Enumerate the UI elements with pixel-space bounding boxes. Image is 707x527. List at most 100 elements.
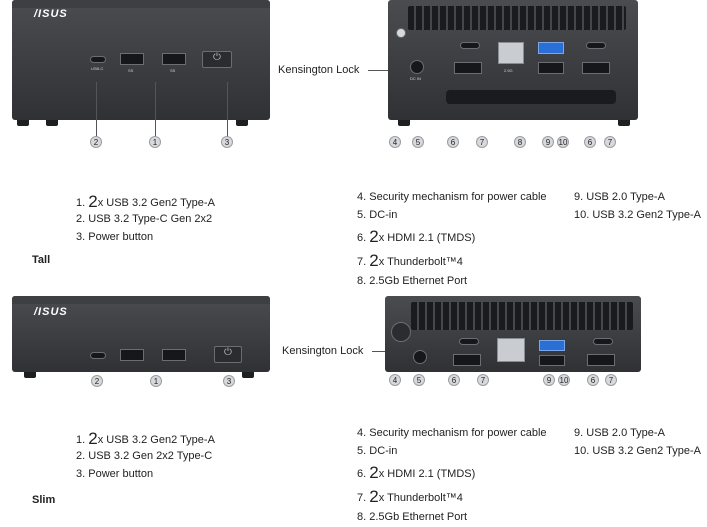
list-item: 8. 2.5Gb Ethernet Port	[357, 275, 468, 287]
tall-rear-list-right: 9. USB 2.0 Type-A 10. USB 3.2 Gen2 Type-…	[574, 189, 701, 225]
dc-in-port	[410, 60, 424, 74]
foot	[24, 372, 36, 378]
list-item: 2. USB 3.2 Type-C Gen 2x2	[76, 213, 213, 225]
foot	[398, 120, 410, 126]
list-item: 6. 2x HDMI 2.1 (TMDS)	[357, 463, 476, 482]
callout-10: 10	[558, 374, 570, 386]
list-item: 3. Power button	[76, 231, 154, 243]
asus-logo: /ISUS	[34, 306, 68, 318]
lan-label: 2.5G	[504, 68, 513, 73]
usb3-port-blue	[539, 340, 565, 351]
ss-label-1: SS	[128, 68, 134, 73]
kensington-leader	[372, 351, 388, 352]
callout-1: 1	[150, 375, 162, 387]
tall-title: Tall	[32, 254, 51, 266]
power-icon: ⏻	[213, 52, 221, 63]
usb-c-port	[90, 56, 106, 63]
slim-rear-chassis	[385, 296, 641, 372]
power-button[interactable]	[214, 346, 242, 363]
list-item: 6. 2x HDMI 2.1 (TMDS)	[357, 227, 476, 246]
list-item: 4. Security mechanism for power cable	[357, 427, 547, 439]
list-item: 5. DC-in	[357, 209, 398, 221]
callout-4: 4	[389, 374, 401, 386]
kensington-lock-label: Kensington Lock	[278, 64, 360, 76]
callout-10: 10	[557, 136, 569, 148]
callout-5: 5	[412, 136, 424, 148]
hdmi-port-2	[582, 62, 610, 74]
callout-7b: 7	[604, 136, 616, 148]
usb-a-port-1	[120, 53, 144, 65]
hdmi-port-1	[454, 62, 482, 74]
tall-front-list: 1. 2x USB 3.2 Gen2 Type-A 2. USB 3.2 Typ…	[76, 193, 215, 247]
list-item: 10. USB 3.2 Gen2 Type-A	[574, 445, 701, 457]
callout-9: 9	[542, 136, 554, 148]
usb-a-port-2	[162, 349, 186, 361]
usb3-port-blue	[538, 42, 564, 54]
callout-2: 2	[91, 375, 103, 387]
callout-8: 8	[514, 136, 526, 148]
callout-9: 9	[543, 374, 555, 386]
chassis-top	[12, 296, 270, 304]
list-item: 7. 2x Thunderbolt™4	[357, 487, 463, 506]
callout-4: 4	[389, 136, 401, 148]
thunderbolt-port-2	[586, 42, 606, 49]
callout-7: 7	[476, 136, 488, 148]
list-item: 1. 2x USB 3.2 Gen2 Type-A	[76, 192, 215, 211]
usb-a-port-2	[162, 53, 186, 65]
chassis-top	[12, 0, 270, 8]
foot	[17, 120, 29, 126]
list-item: 5. DC-in	[357, 445, 398, 457]
list-item: 10. USB 3.2 Gen2 Type-A	[574, 209, 701, 221]
slim-rear-list: 4. Security mechanism for power cable 5.…	[357, 425, 547, 527]
foot	[618, 120, 630, 126]
lower-panel	[446, 90, 616, 104]
dc-label: DC IN	[410, 76, 421, 81]
kensington-lock-label: Kensington Lock	[282, 345, 364, 357]
list-item: 1. 2x USB 3.2 Gen2 Type-A	[76, 429, 215, 448]
list-item: 3. Power button	[76, 468, 154, 480]
usb-a-port-1	[120, 349, 144, 361]
ss-label-2: SS	[170, 68, 176, 73]
rear-vent	[408, 6, 626, 30]
rear-vent	[411, 302, 633, 330]
leader-line	[96, 82, 97, 137]
slim-title: Slim	[32, 494, 56, 506]
hdmi-port-2	[587, 354, 615, 366]
callout-6: 6	[447, 136, 459, 148]
callout-6b: 6	[584, 136, 596, 148]
slim-rear-list-right: 9. USB 2.0 Type-A 10. USB 3.2 Gen2 Type-…	[574, 425, 701, 461]
ethernet-port	[498, 42, 524, 64]
ethernet-port	[497, 338, 525, 362]
thunderbolt-port-1	[459, 338, 479, 345]
usb2-port	[539, 355, 565, 366]
usb-c-port	[90, 352, 106, 359]
list-item: 4. Security mechanism for power cable	[357, 191, 547, 203]
power-button[interactable]	[202, 51, 232, 68]
leader-line	[155, 82, 156, 137]
tall-rear-list: 4. Security mechanism for power cable 5.…	[357, 189, 547, 291]
callout-5: 5	[413, 374, 425, 386]
power-icon: ⏻	[224, 347, 232, 358]
asus-logo: /ISUS	[34, 8, 68, 20]
list-item: 2. USB 3.2 Gen 2x2 Type-C	[76, 450, 213, 462]
thunderbolt-port-2	[593, 338, 613, 345]
kensington-slot	[396, 28, 406, 38]
kensington-slot	[391, 322, 411, 342]
usb2-port	[538, 62, 564, 74]
kensington-leader	[368, 70, 390, 71]
callout-7: 7	[477, 374, 489, 386]
thunderbolt-port-1	[460, 42, 480, 49]
callout-3: 3	[221, 136, 233, 148]
list-item: 7. 2x Thunderbolt™4	[357, 251, 463, 270]
usbc-label: USB-C	[91, 66, 104, 71]
foot	[46, 120, 58, 126]
slim-front-chassis: /ISUS ⏻	[12, 296, 270, 372]
foot	[236, 120, 248, 126]
tall-front-chassis: /ISUS USB-C SS SS ⏻	[12, 0, 270, 120]
list-item: 9. USB 2.0 Type-A	[574, 191, 665, 203]
list-item: 8. 2.5Gb Ethernet Port	[357, 511, 468, 523]
callout-3: 3	[223, 375, 235, 387]
callout-1: 1	[149, 136, 161, 148]
callout-6b: 6	[587, 374, 599, 386]
tall-rear-chassis: DC IN 2.5G	[388, 0, 638, 120]
